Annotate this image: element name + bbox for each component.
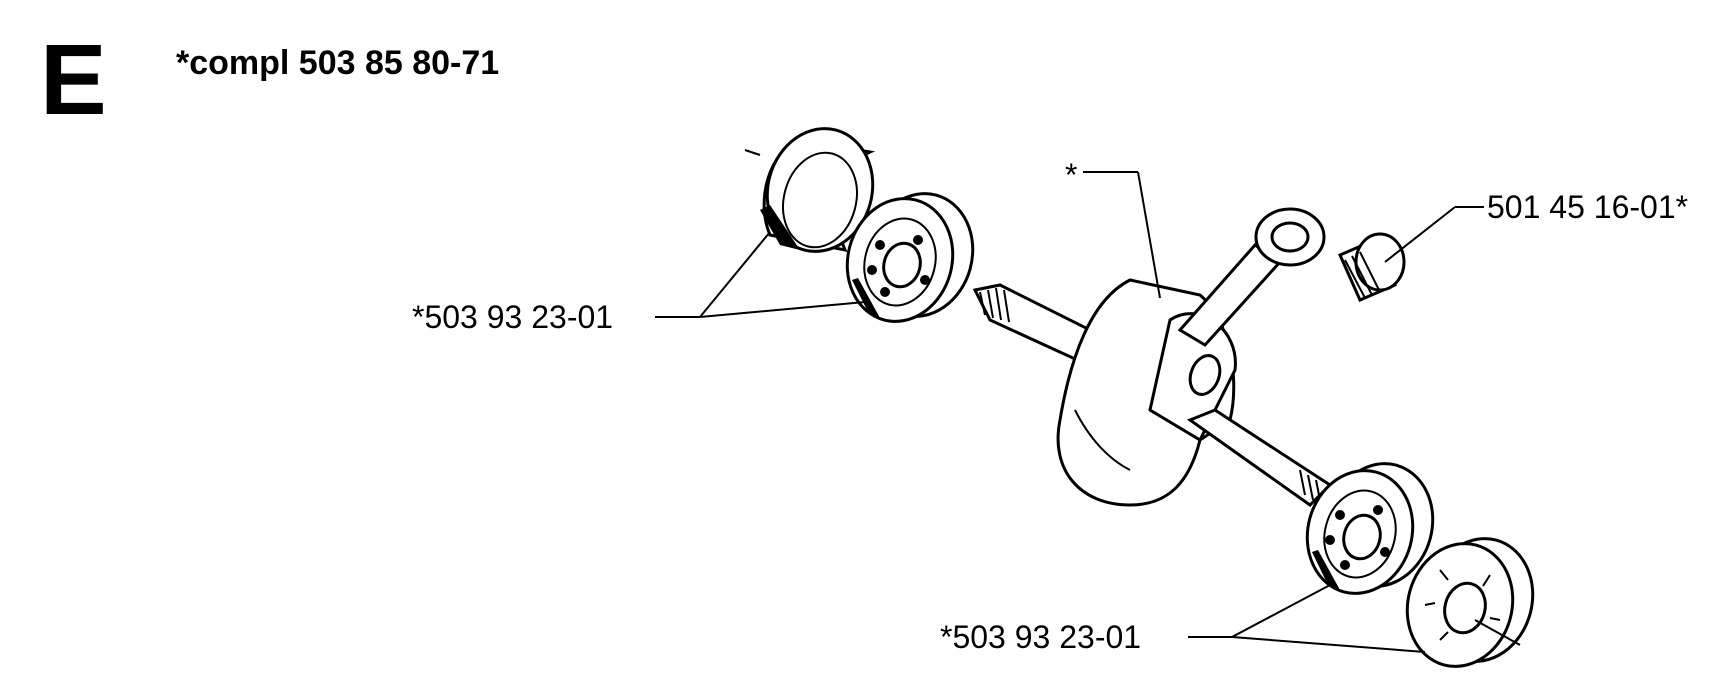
callout-needle-bearing: 501 45 16-01* [1487, 189, 1688, 225]
seal-ring-top [744, 127, 876, 253]
needle-bearing [1338, 232, 1406, 302]
assembly-heading: *compl 503 85 80-71 [176, 44, 500, 82]
callout-bearing-top: *503 93 23-01 [412, 299, 613, 335]
leader-lines [655, 171, 1484, 653]
crankshaft [972, 207, 1333, 507]
seal-ring-bottom [1405, 537, 1535, 668]
callout-crankshaft: * [1065, 157, 1077, 193]
ball-bearing-top [845, 192, 975, 323]
section-letter: E [40, 24, 107, 136]
callout-bearing-bottom: *503 93 23-01 [940, 619, 1141, 655]
ball-bearing-bottom [1305, 462, 1435, 595]
